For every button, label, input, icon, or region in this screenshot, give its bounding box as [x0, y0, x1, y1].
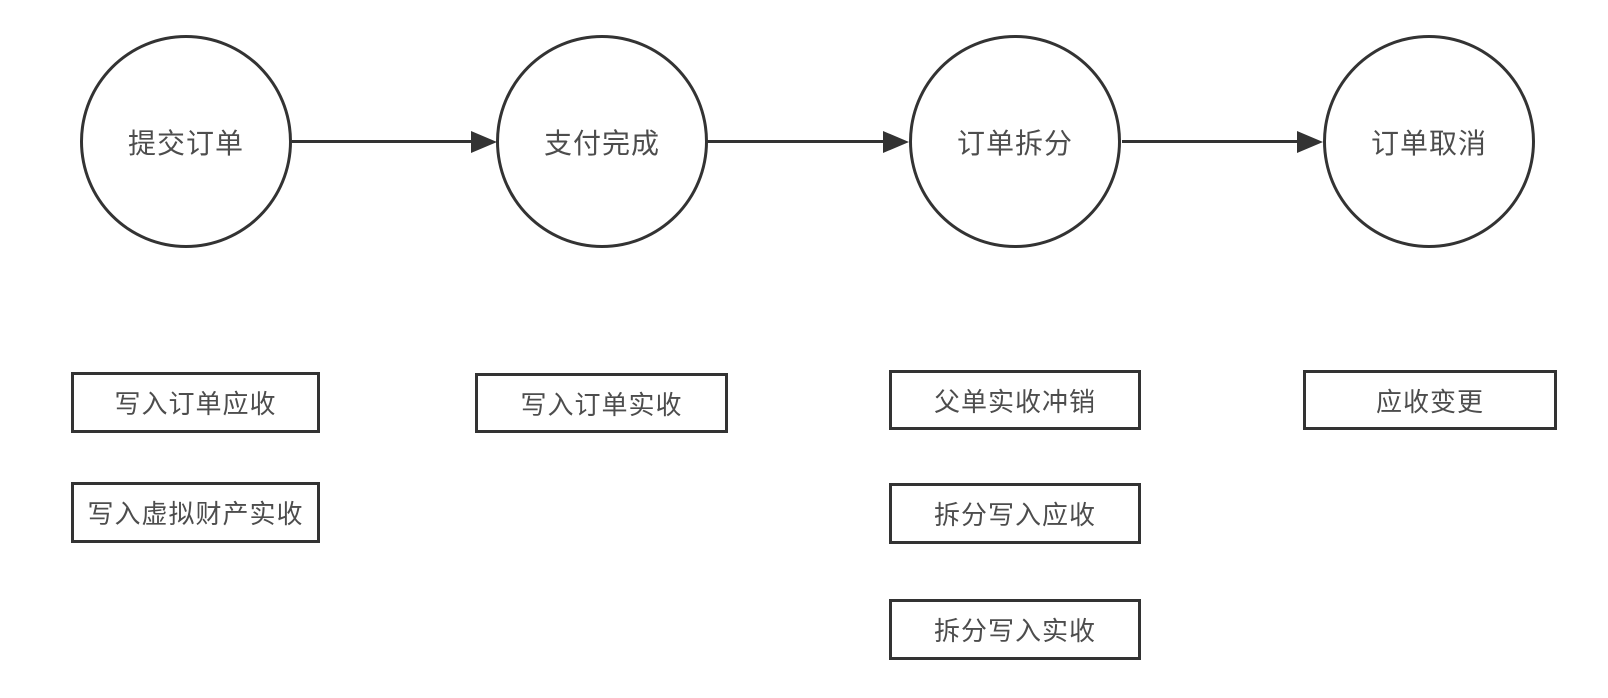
flow-node-label: 订单拆分 — [956, 127, 1073, 159]
edge-split-to-cancel — [1122, 127, 1323, 156]
flow-node-payment-complete: 支付完成 — [496, 35, 708, 248]
action-box-label: 写入订单实收 — [520, 389, 683, 420]
flow-node-order-split: 订单拆分 — [909, 35, 1121, 248]
flow-node-label: 订单取消 — [1370, 127, 1487, 159]
action-box-label: 应收变更 — [1375, 386, 1484, 417]
action-box-split-write-receivable: 拆分写入应收 — [889, 483, 1141, 544]
action-box-label: 拆分写入应收 — [933, 500, 1096, 530]
action-box-label: 拆分写入实收 — [933, 616, 1096, 646]
action-box-write-order-received: 写入订单实收 — [475, 373, 728, 433]
action-box-split-write-received: 拆分写入实收 — [889, 599, 1141, 660]
arrow-line — [707, 140, 884, 143]
action-box-write-virtual-asset-received: 写入虚拟财产实收 — [71, 482, 320, 543]
flow-node-label: 提交订单 — [127, 127, 244, 159]
flow-node-submit-order: 提交订单 — [80, 35, 292, 248]
arrow-line — [1122, 140, 1298, 143]
action-box-parent-received-writeoff: 父单实收冲销 — [889, 370, 1141, 430]
arrow-head-icon — [1297, 130, 1323, 153]
action-box-write-order-receivable: 写入订单应收 — [71, 372, 320, 433]
edge-submit-to-payment — [292, 127, 497, 156]
arrow-line — [292, 140, 472, 143]
arrow-head-icon — [471, 130, 497, 153]
arrow-head-icon — [883, 130, 909, 153]
action-box-label: 写入虚拟财产实收 — [87, 499, 304, 529]
flow-node-label: 支付完成 — [543, 127, 660, 159]
action-box-label: 写入订单应收 — [114, 389, 277, 419]
action-box-label: 父单实收冲销 — [933, 386, 1096, 417]
flow-node-order-cancel: 订单取消 — [1323, 35, 1535, 248]
edge-payment-to-split — [707, 127, 909, 156]
action-box-receivable-change: 应收变更 — [1303, 370, 1557, 430]
